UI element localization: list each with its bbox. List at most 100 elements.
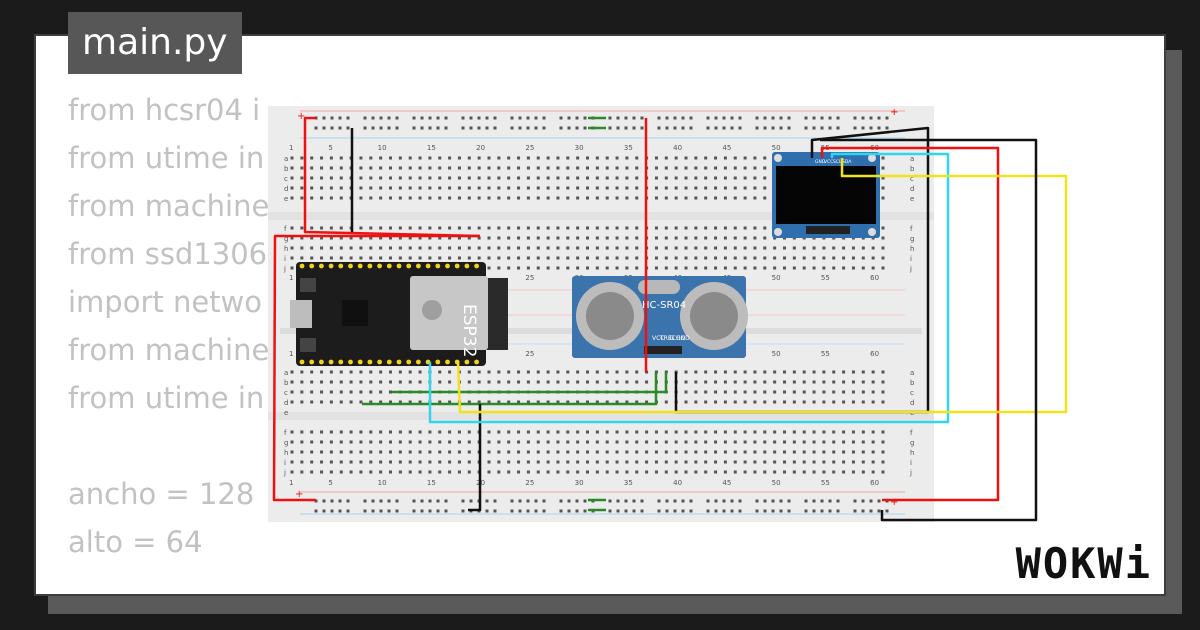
terminal-hole[interactable] xyxy=(467,186,471,190)
terminal-hole[interactable] xyxy=(497,266,501,270)
rail-hole[interactable] xyxy=(346,499,350,503)
terminal-hole[interactable] xyxy=(339,440,343,444)
terminal-hole[interactable] xyxy=(408,246,412,250)
rail-hole[interactable] xyxy=(714,509,718,513)
terminal-hole[interactable] xyxy=(684,246,688,250)
terminal-hole[interactable] xyxy=(290,380,294,384)
terminal-hole[interactable] xyxy=(497,196,501,200)
terminal-hole[interactable] xyxy=(694,196,698,200)
terminal-hole[interactable] xyxy=(783,380,786,384)
esp32-pin[interactable] xyxy=(319,263,324,269)
rail-hole[interactable] xyxy=(575,126,579,130)
terminal-hole[interactable] xyxy=(783,266,786,270)
terminal-hole[interactable] xyxy=(526,380,530,384)
terminal-hole[interactable] xyxy=(369,380,373,384)
terminal-hole[interactable] xyxy=(398,440,402,444)
rail-hole[interactable] xyxy=(640,499,644,503)
terminal-hole[interactable] xyxy=(822,470,826,474)
terminal-hole[interactable] xyxy=(526,236,530,240)
terminal-hole[interactable] xyxy=(792,380,796,384)
terminal-hole[interactable] xyxy=(684,196,688,200)
terminal-hole[interactable] xyxy=(753,450,757,454)
rail-hole[interactable] xyxy=(518,509,522,513)
terminal-hole[interactable] xyxy=(832,450,836,454)
rail-hole[interactable] xyxy=(673,126,677,130)
terminal-hole[interactable] xyxy=(546,156,550,160)
rail-hole[interactable] xyxy=(657,509,661,513)
terminal-hole[interactable] xyxy=(753,370,757,374)
rail-hole[interactable] xyxy=(836,116,840,120)
rail-hole[interactable] xyxy=(387,116,391,120)
terminal-hole[interactable] xyxy=(507,266,511,270)
terminal-hole[interactable] xyxy=(743,236,747,240)
terminal-hole[interactable] xyxy=(556,176,560,180)
rail-hole[interactable] xyxy=(518,116,522,120)
terminal-hole[interactable] xyxy=(586,226,589,230)
rail-hole[interactable] xyxy=(804,126,808,130)
terminal-hole[interactable] xyxy=(329,256,333,260)
terminal-hole[interactable] xyxy=(576,256,580,260)
terminal-hole[interactable] xyxy=(497,430,501,434)
terminal-hole[interactable] xyxy=(654,450,658,454)
terminal-hole[interactable] xyxy=(418,166,422,170)
terminal-hole[interactable] xyxy=(408,156,412,160)
terminal-hole[interactable] xyxy=(842,256,846,260)
terminal-hole[interactable] xyxy=(861,246,865,250)
wire-sda[interactable] xyxy=(456,158,1068,414)
terminal-hole[interactable] xyxy=(822,266,826,270)
terminal-hole[interactable] xyxy=(369,440,373,444)
terminal-hole[interactable] xyxy=(802,370,806,374)
terminal-hole[interactable] xyxy=(497,156,501,160)
esp32-pin[interactable] xyxy=(367,263,373,269)
terminal-hole[interactable] xyxy=(861,390,865,394)
terminal-hole[interactable] xyxy=(822,246,826,250)
rail-hole[interactable] xyxy=(869,126,873,130)
terminal-hole[interactable] xyxy=(379,400,383,404)
rail-hole[interactable] xyxy=(420,116,424,120)
terminal-hole[interactable] xyxy=(566,186,570,190)
terminal-hole[interactable] xyxy=(595,266,599,270)
terminal-hole[interactable] xyxy=(576,196,580,200)
terminal-hole[interactable] xyxy=(733,246,737,250)
terminal-hole[interactable] xyxy=(566,430,570,434)
terminal-hole[interactable] xyxy=(822,256,826,260)
terminal-hole[interactable] xyxy=(517,440,521,444)
terminal-hole[interactable] xyxy=(694,380,698,384)
terminal-hole[interactable] xyxy=(438,156,442,160)
terminal-hole[interactable] xyxy=(487,450,491,454)
terminal-hole[interactable] xyxy=(773,400,777,404)
terminal-hole[interactable] xyxy=(576,226,580,230)
terminal-hole[interactable] xyxy=(674,440,678,444)
terminal-hole[interactable] xyxy=(733,380,737,384)
terminal-hole[interactable] xyxy=(349,246,353,250)
terminal-hole[interactable] xyxy=(802,440,806,444)
esp32-pin[interactable] xyxy=(338,359,344,365)
terminal-hole[interactable] xyxy=(871,380,875,384)
rail-hole[interactable] xyxy=(861,509,865,513)
terminal-hole[interactable] xyxy=(517,400,521,404)
terminal-hole[interactable] xyxy=(310,470,314,474)
rail-hole[interactable] xyxy=(730,126,734,130)
terminal-hole[interactable] xyxy=(851,246,855,250)
terminal-hole[interactable] xyxy=(664,166,668,170)
terminal-hole[interactable] xyxy=(398,176,402,180)
terminal-hole[interactable] xyxy=(733,460,737,464)
terminal-hole[interactable] xyxy=(881,166,885,170)
terminal-hole[interactable] xyxy=(694,470,698,474)
terminal-hole[interactable] xyxy=(379,236,383,240)
terminal-hole[interactable] xyxy=(359,236,363,240)
terminal-hole[interactable] xyxy=(310,186,314,190)
terminal-hole[interactable] xyxy=(881,390,885,394)
terminal-hole[interactable] xyxy=(398,156,402,160)
terminal-hole[interactable] xyxy=(595,176,599,180)
terminal-hole[interactable] xyxy=(398,246,402,250)
terminal-hole[interactable] xyxy=(861,370,865,374)
rail-hole[interactable] xyxy=(632,499,636,503)
terminal-hole[interactable] xyxy=(359,256,363,260)
rail-hole[interactable] xyxy=(624,126,628,130)
terminal-hole[interactable] xyxy=(694,226,698,230)
terminal-hole[interactable] xyxy=(320,470,324,474)
terminal-hole[interactable] xyxy=(457,156,461,160)
terminal-hole[interactable] xyxy=(743,226,747,230)
terminal-hole[interactable] xyxy=(320,176,324,180)
